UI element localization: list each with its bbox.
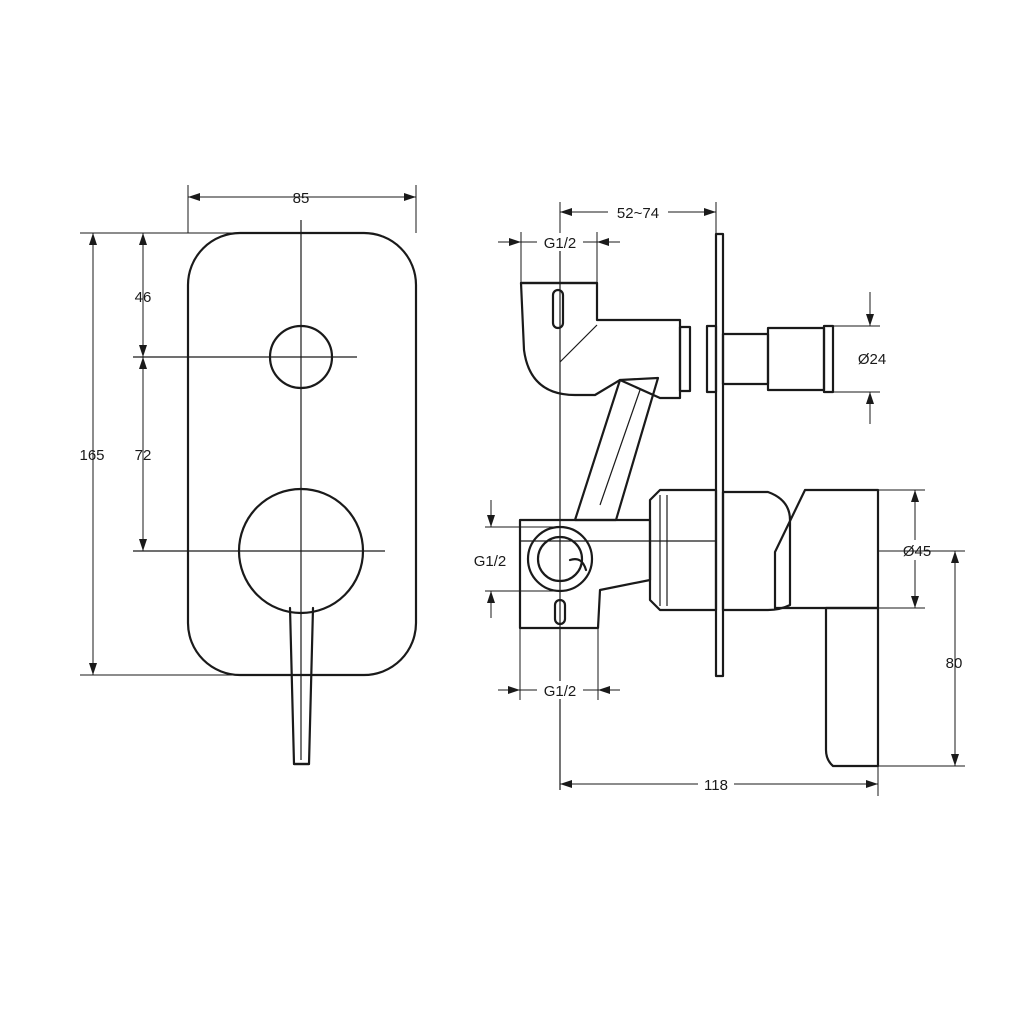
side-inlet-notch	[568, 558, 588, 572]
arrow-52-right	[704, 208, 716, 216]
arrow-g-bottom-right	[598, 686, 610, 694]
arrow-45-top	[911, 490, 919, 502]
diverter-nut	[678, 325, 692, 393]
side-lever	[824, 606, 880, 768]
front-view: 85 165 46 72	[79, 185, 418, 766]
label-118: 118	[704, 777, 728, 794]
label-80: 80	[946, 655, 963, 672]
cartridge-body	[648, 488, 718, 612]
label-85: 85	[293, 190, 310, 207]
arrow-46-bottom	[139, 345, 147, 357]
label-45-bg	[897, 540, 937, 560]
arrow-45-bottom	[911, 596, 919, 608]
diverter-flange	[705, 324, 718, 394]
label-24: Ø24	[858, 351, 886, 368]
arrow-165-bottom	[89, 663, 97, 675]
label-g-bottom-bg	[537, 681, 583, 699]
top-inlet-slot	[551, 288, 565, 330]
wall-plate	[714, 232, 725, 678]
label-72: 72	[135, 447, 152, 464]
cover-plate	[186, 231, 418, 677]
arrow-85-right	[404, 193, 416, 201]
bottom-block	[518, 518, 652, 630]
top-inlet-elbow	[519, 281, 682, 400]
label-g-side: G1/2	[474, 553, 507, 570]
label-118-bg	[698, 774, 734, 794]
diverter-tip	[822, 324, 835, 394]
arrow-24-top	[866, 314, 874, 326]
arrow-72-bottom	[139, 539, 147, 551]
arrow-118-right	[866, 780, 878, 788]
diverter-sleeve	[721, 332, 770, 386]
handle-body	[721, 490, 792, 612]
arrow-g-bottom-left	[508, 686, 520, 694]
arrow-52-left	[560, 208, 572, 216]
arrow-118-left	[560, 780, 572, 788]
elbow-bend	[559, 324, 598, 363]
arrow-g-side-bottom	[487, 591, 495, 603]
arrow-165-top	[89, 233, 97, 245]
label-g-bottom: G1/2	[544, 683, 577, 700]
arrow-g-top-left	[509, 238, 521, 246]
tube-highlight	[599, 389, 641, 506]
arrow-g-top-right	[597, 238, 609, 246]
arrow-80-bottom	[951, 754, 959, 766]
label-46: 46	[135, 289, 152, 306]
arrow-46-top	[139, 233, 147, 245]
label-g-top: G1/2	[544, 235, 577, 252]
diagonal-tube	[573, 376, 660, 522]
side-view: 52~74 G1/2 G1/2 G1/2 Ø24	[474, 202, 965, 796]
label-52-74: 52~74	[617, 205, 659, 222]
handle-head	[773, 488, 880, 610]
arrow-85-left	[188, 193, 200, 201]
arrow-24-bottom	[866, 392, 874, 404]
label-165: 165	[79, 447, 104, 464]
label-52-bg	[608, 202, 668, 222]
arrow-72-top	[139, 357, 147, 369]
arrow-g-side-top	[487, 515, 495, 527]
label-g-top-bg	[537, 233, 583, 251]
diverter-cap	[766, 326, 826, 392]
arrow-80-top	[951, 551, 959, 563]
